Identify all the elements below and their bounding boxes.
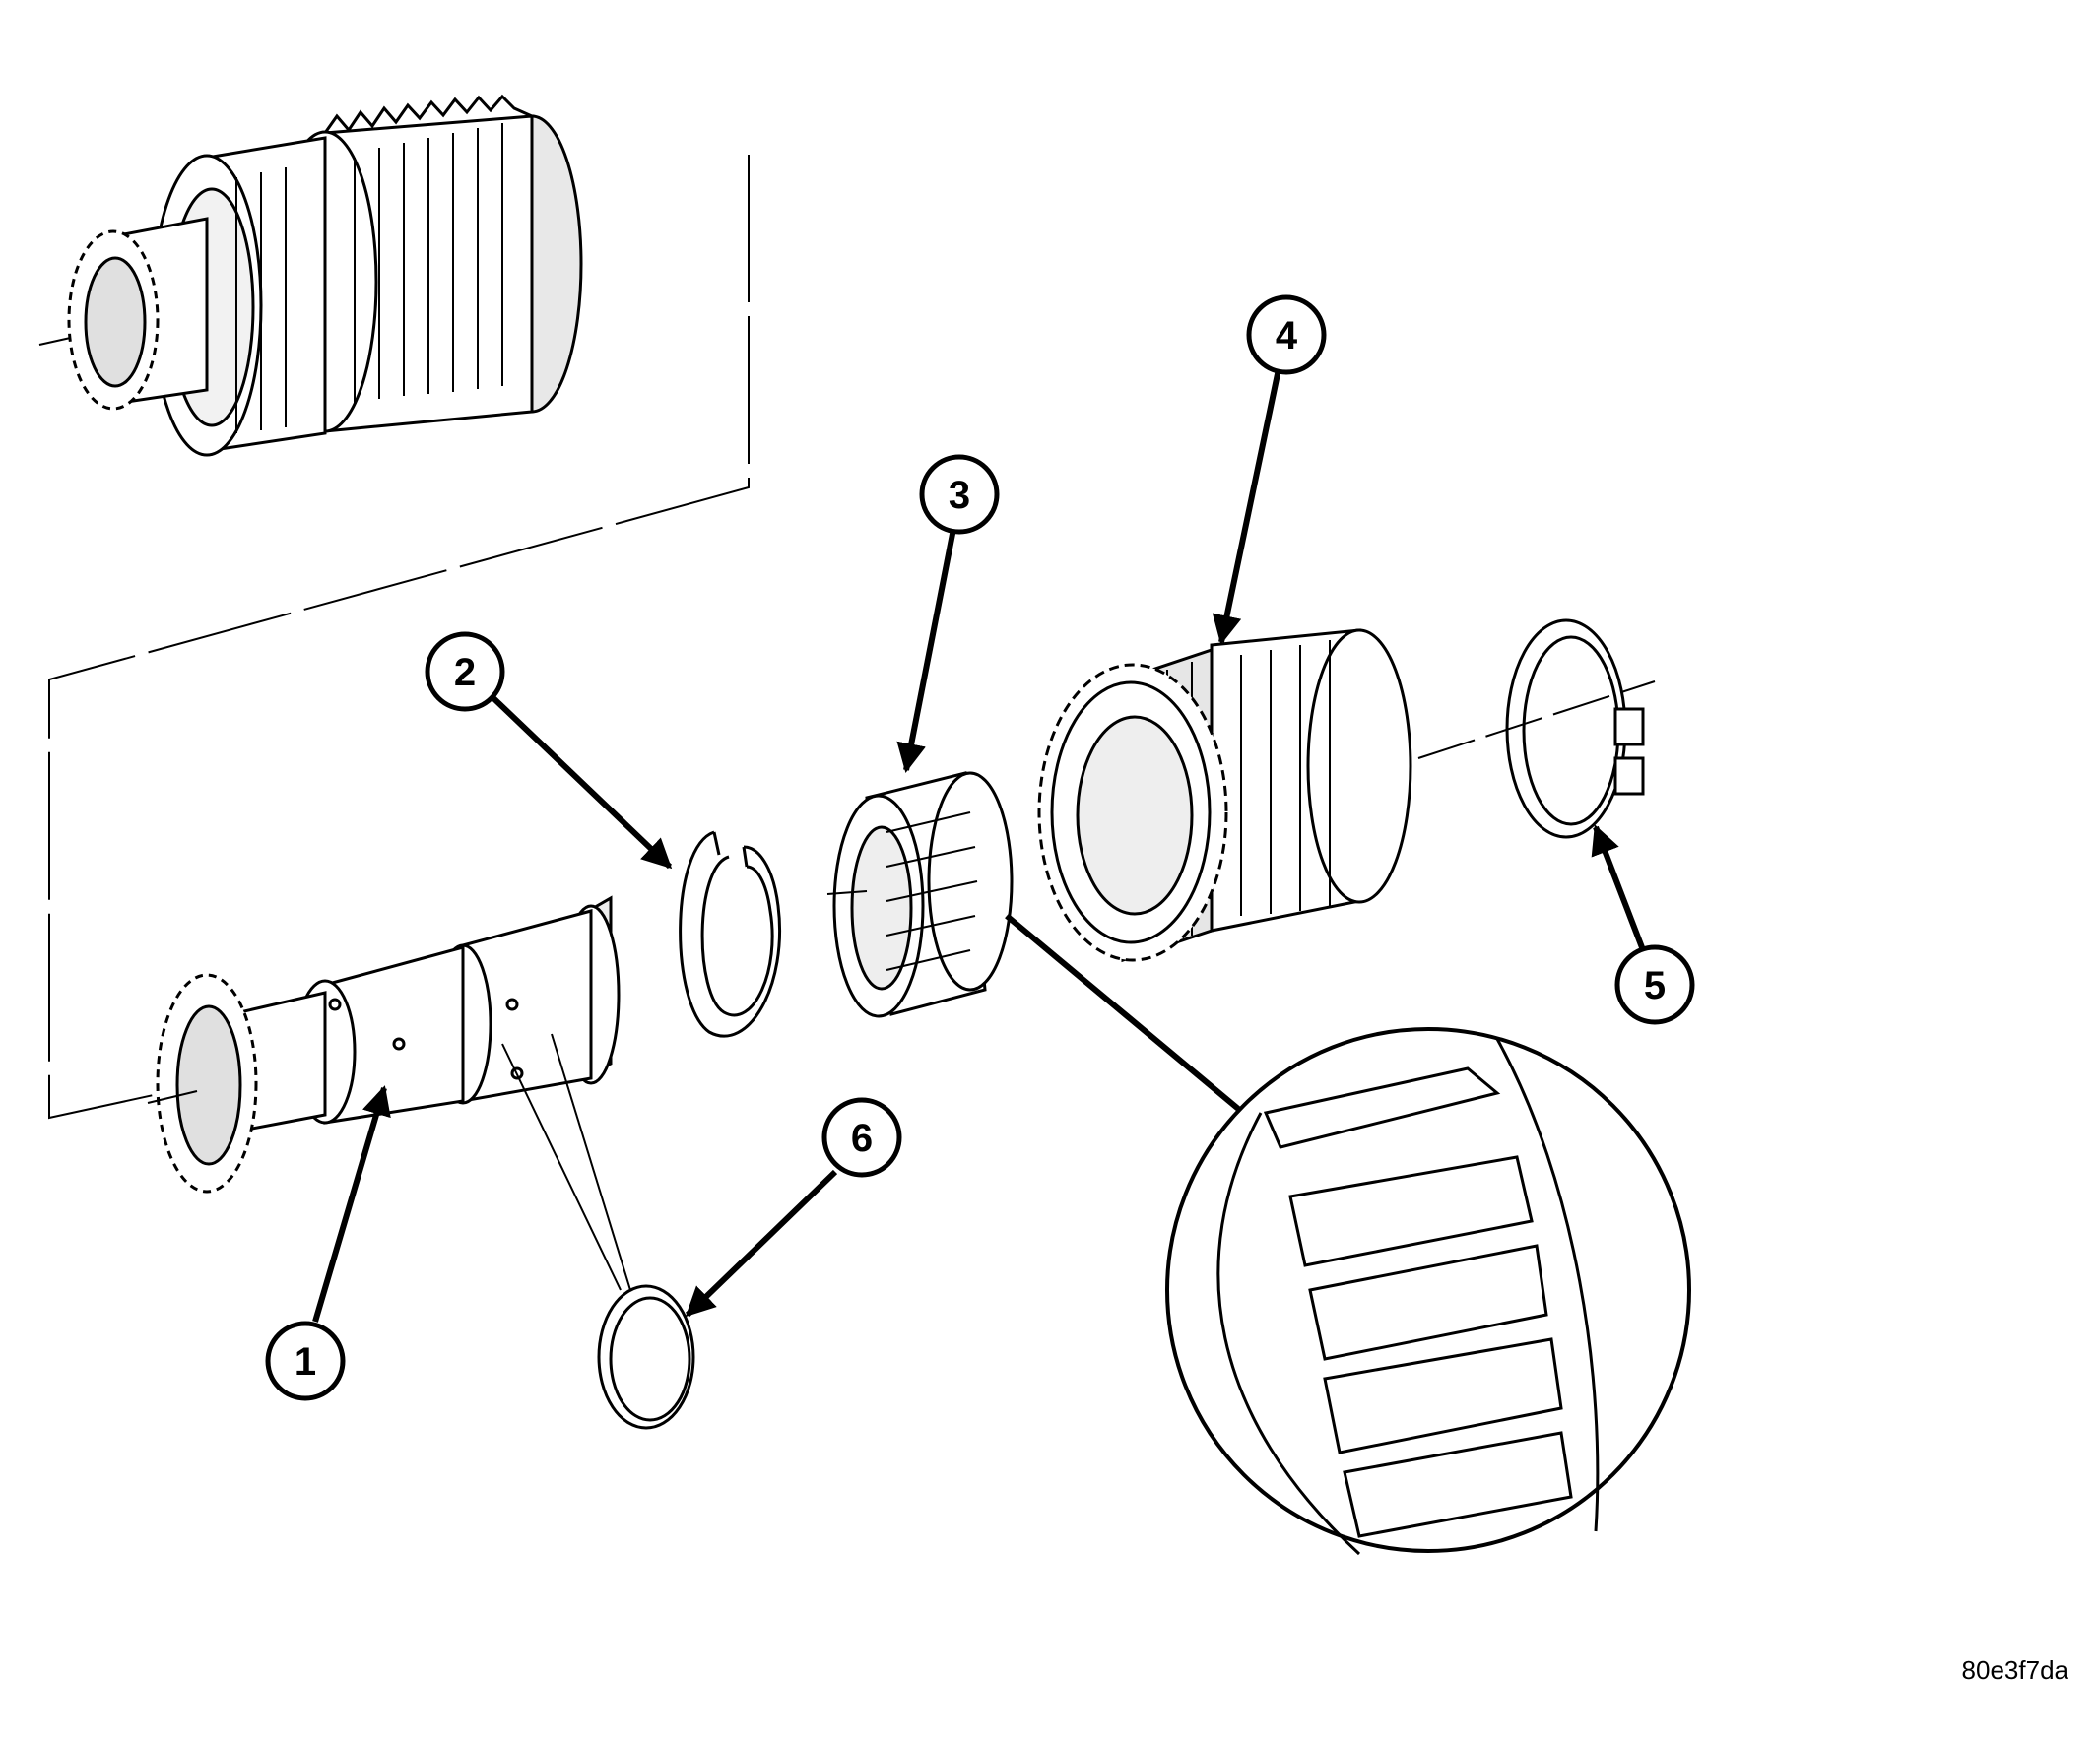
gear — [1037, 628, 1412, 963]
split-ring — [679, 830, 781, 1038]
callout-label-1: 1 — [295, 1340, 316, 1384]
gear-teeth-outline — [323, 94, 533, 134]
callout-6: 6 — [821, 1097, 902, 1178]
snap-ring — [1505, 618, 1645, 839]
callout-label-3: 3 — [949, 474, 970, 517]
callout-5: 5 — [1614, 944, 1695, 1025]
callout-label-2: 2 — [454, 651, 476, 694]
figure-id: 80e3f7da — [1961, 1655, 2068, 1685]
o-ring — [597, 1284, 695, 1430]
callout-2: 2 — [425, 631, 505, 712]
needle-bearing — [832, 771, 1014, 1018]
callout-label-6: 6 — [851, 1117, 873, 1160]
callout-label-5: 5 — [1644, 964, 1666, 1007]
callout-4: 4 — [1246, 294, 1327, 375]
centerlines — [147, 680, 1656, 1104]
callout-1: 1 — [265, 1321, 346, 1401]
shaft — [156, 895, 621, 1194]
upper-gear-cluster — [67, 94, 583, 457]
callout-3: 3 — [919, 454, 1000, 535]
o-ring-location-lines — [501, 1033, 631, 1291]
detail-view — [1005, 913, 1691, 1556]
leader-lines — [312, 368, 1648, 1323]
callout-label-4: 4 — [1276, 314, 1298, 357]
